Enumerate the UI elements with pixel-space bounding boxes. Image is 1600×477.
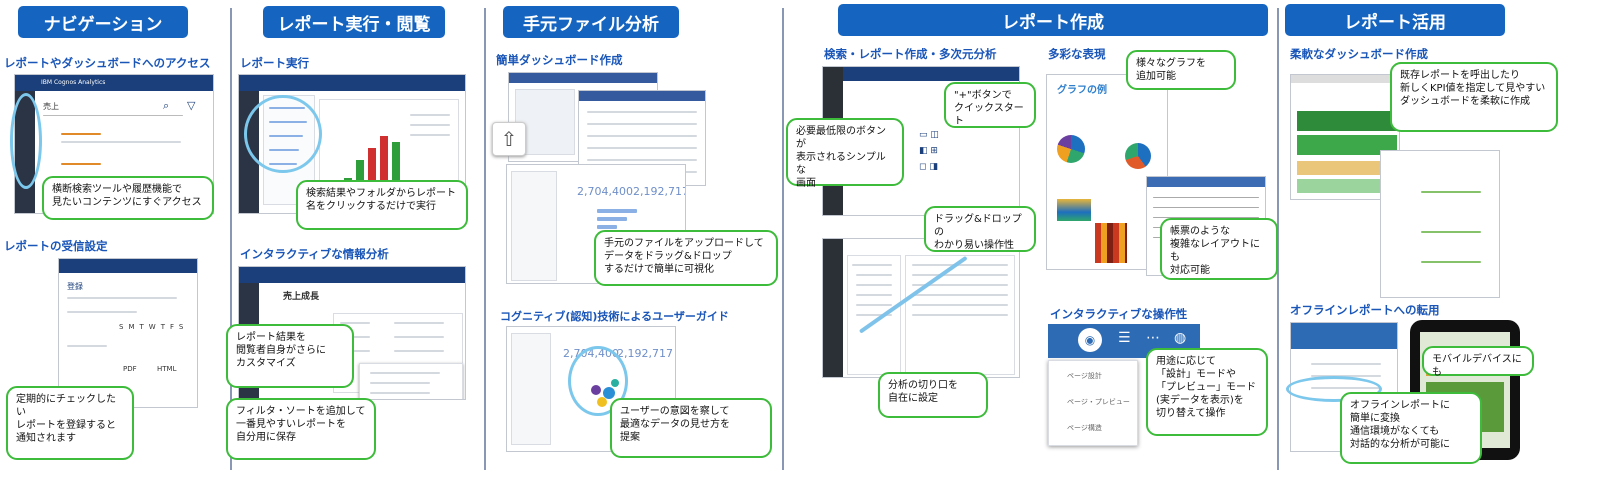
- user-icon[interactable]: ◍: [1174, 330, 1187, 346]
- weekday-0[interactable]: S: [119, 323, 129, 331]
- subtitle-receive: レポートの受信設定: [4, 239, 108, 253]
- drag-sidebar: [823, 239, 843, 377]
- subtitle-run: レポート実行: [240, 56, 309, 70]
- mode-preview[interactable]: ページ・プレビュー: [1067, 398, 1130, 406]
- callout-drag: ドラッグ&ドロップの わかり易い操作性: [924, 206, 1036, 252]
- subtitle-rich: 多彩な表現: [1048, 47, 1106, 61]
- growth-title: 売上成長: [283, 292, 320, 302]
- callout-mobile: モバイルデバイスにも: [1422, 346, 1534, 378]
- header-report-use: レポート活用: [1285, 4, 1505, 36]
- callout-plus: "+"ボタンで クイックスタート: [944, 82, 1036, 128]
- receive-topbar: [59, 259, 197, 273]
- divider-1: [230, 8, 232, 470]
- weekday-1[interactable]: M: [128, 323, 140, 331]
- more-icon[interactable]: ⋯: [1146, 330, 1160, 346]
- settings-icon[interactable]: ☰: [1118, 330, 1131, 346]
- highlight-ring-nav: [10, 93, 42, 189]
- screenshot-kpi-list: [1380, 150, 1500, 298]
- callout-simple-screen: 必要最低限のボタンが 表示されるシンプルな 画面: [786, 118, 904, 189]
- tool-icons[interactable]: ▭ ◫◧ ⊞◻ ◨: [919, 130, 939, 172]
- nav-topbar: [15, 75, 213, 91]
- weekday-row[interactable]: SMTWTFS: [119, 323, 188, 331]
- weekday-6[interactable]: S: [178, 323, 189, 331]
- interactive-topbar: [239, 267, 465, 283]
- graph-example-title: グラフの例: [1057, 85, 1107, 96]
- filter-icon[interactable]: ▽: [187, 99, 196, 112]
- mode-design[interactable]: ページ設計: [1067, 372, 1102, 380]
- search-value: 売上: [43, 102, 59, 111]
- highlight-ring-offline: [1286, 376, 1382, 402]
- divider-4: [1277, 8, 1279, 470]
- weekday-2[interactable]: T: [139, 323, 149, 331]
- callout-customize: レポート結果を 閲覧者自身がさらに カスタマイズ: [226, 324, 354, 388]
- divider-3: [782, 8, 784, 470]
- preview-eye-icon[interactable]: ◉: [1078, 328, 1102, 352]
- callout-nav-search: 横断検索ツールや履歴機能で 見たいコンテンツにすぐアクセス: [42, 176, 214, 220]
- callout-upload: 手元のファイルをアップロードして データをドラッグ&ドロップ するだけで簡単に可…: [594, 230, 778, 286]
- weekday-5[interactable]: F: [169, 323, 179, 331]
- callout-run-click: 検索結果やフォルダからレポート 名をクリックするだけで実行: [296, 180, 468, 230]
- subtitle-access: レポートやダッシュボードへのアクセス: [4, 56, 211, 70]
- screenshot-kpi-dash: [1290, 74, 1400, 200]
- header-report-create: レポート作成: [838, 4, 1268, 36]
- screenshot-drag: [822, 238, 1020, 378]
- header-navigation: ナビゲーション: [18, 6, 188, 38]
- callout-offline-ops: オフラインレポートに 簡単に変換 通信環境がなくても 対話的な分析が可能に: [1340, 392, 1482, 464]
- html-option[interactable]: HTML: [157, 365, 177, 373]
- register-label: 登録: [67, 282, 83, 291]
- weekday-3[interactable]: W: [148, 323, 161, 331]
- highlight-ring-run: [244, 95, 322, 173]
- highlight-ring-cognitive: [568, 346, 628, 416]
- kpi-value-2: 2,192,717: [633, 185, 686, 198]
- callout-mode: 用途に応じて 「設計」モードや 「プレビュー」モード (実データを表示)を 切り…: [1146, 348, 1268, 436]
- callout-nav-receive: 定期的にチェックしたい レポートを登録すると 通知されます: [6, 386, 134, 460]
- run-topbar: [239, 75, 465, 91]
- mode-struct[interactable]: ページ構造: [1067, 424, 1102, 432]
- subtitle-simple-dash: 簡単ダッシュボード作成: [496, 53, 623, 67]
- callout-intent: ユーザーの意図を察して 最適なデータの見せ方を 提案: [610, 398, 772, 458]
- mode-menu: ページ設計 ページ・プレビュー ページ構造: [1048, 360, 1138, 446]
- callout-kpi: 既存レポートを呼出したり 新しくKPI値を指定して見やすい ダッシュボードを柔軟…: [1390, 62, 1558, 132]
- subtitle-search-create: 検索・レポート作成・多次元分析: [824, 47, 997, 61]
- subtitle-flex-dash: 柔軟なダッシュボード作成: [1290, 47, 1428, 61]
- subtitle-interactive: インタラクティブな情報分析: [240, 247, 389, 261]
- subtitle-offline: オフラインレポートへの転用: [1290, 303, 1440, 317]
- header-local-file: 手元ファイル分析: [503, 6, 679, 38]
- callout-graphs: 様々なグラフを 追加可能: [1126, 50, 1236, 90]
- callout-filter: フィルタ・ソートを追加して 一番見やすいレポートを 自分用に保存: [226, 398, 376, 460]
- callout-cut: 分析の切り口を 自在に設定: [878, 372, 988, 418]
- weekday-4[interactable]: T: [160, 323, 170, 331]
- callout-complex: 帳票のような 複雑なレイアウトにも 対応可能: [1160, 218, 1278, 280]
- divider-2: [484, 8, 486, 470]
- subtitle-interactive-op: インタラクティブな操作性: [1050, 307, 1188, 321]
- context-menu[interactable]: [359, 363, 463, 399]
- kpi-value-1: 2,704,400: [577, 185, 633, 198]
- pdf-option[interactable]: PDF: [123, 365, 137, 373]
- search-icon[interactable]: ⌕: [163, 99, 170, 112]
- header-report-run: レポート実行・閲覧: [263, 6, 445, 38]
- app-title: IBM Cognos Analytics: [41, 79, 106, 86]
- screenshot-receive: 登録 SMTWTFS PDF HTML: [58, 258, 198, 408]
- upload-icon[interactable]: ⇧: [492, 122, 526, 156]
- subtitle-cognitive: コグニティブ(認知)技術によるユーザーガイド: [500, 310, 729, 323]
- kpi-value-4: 2,192,717: [617, 347, 673, 360]
